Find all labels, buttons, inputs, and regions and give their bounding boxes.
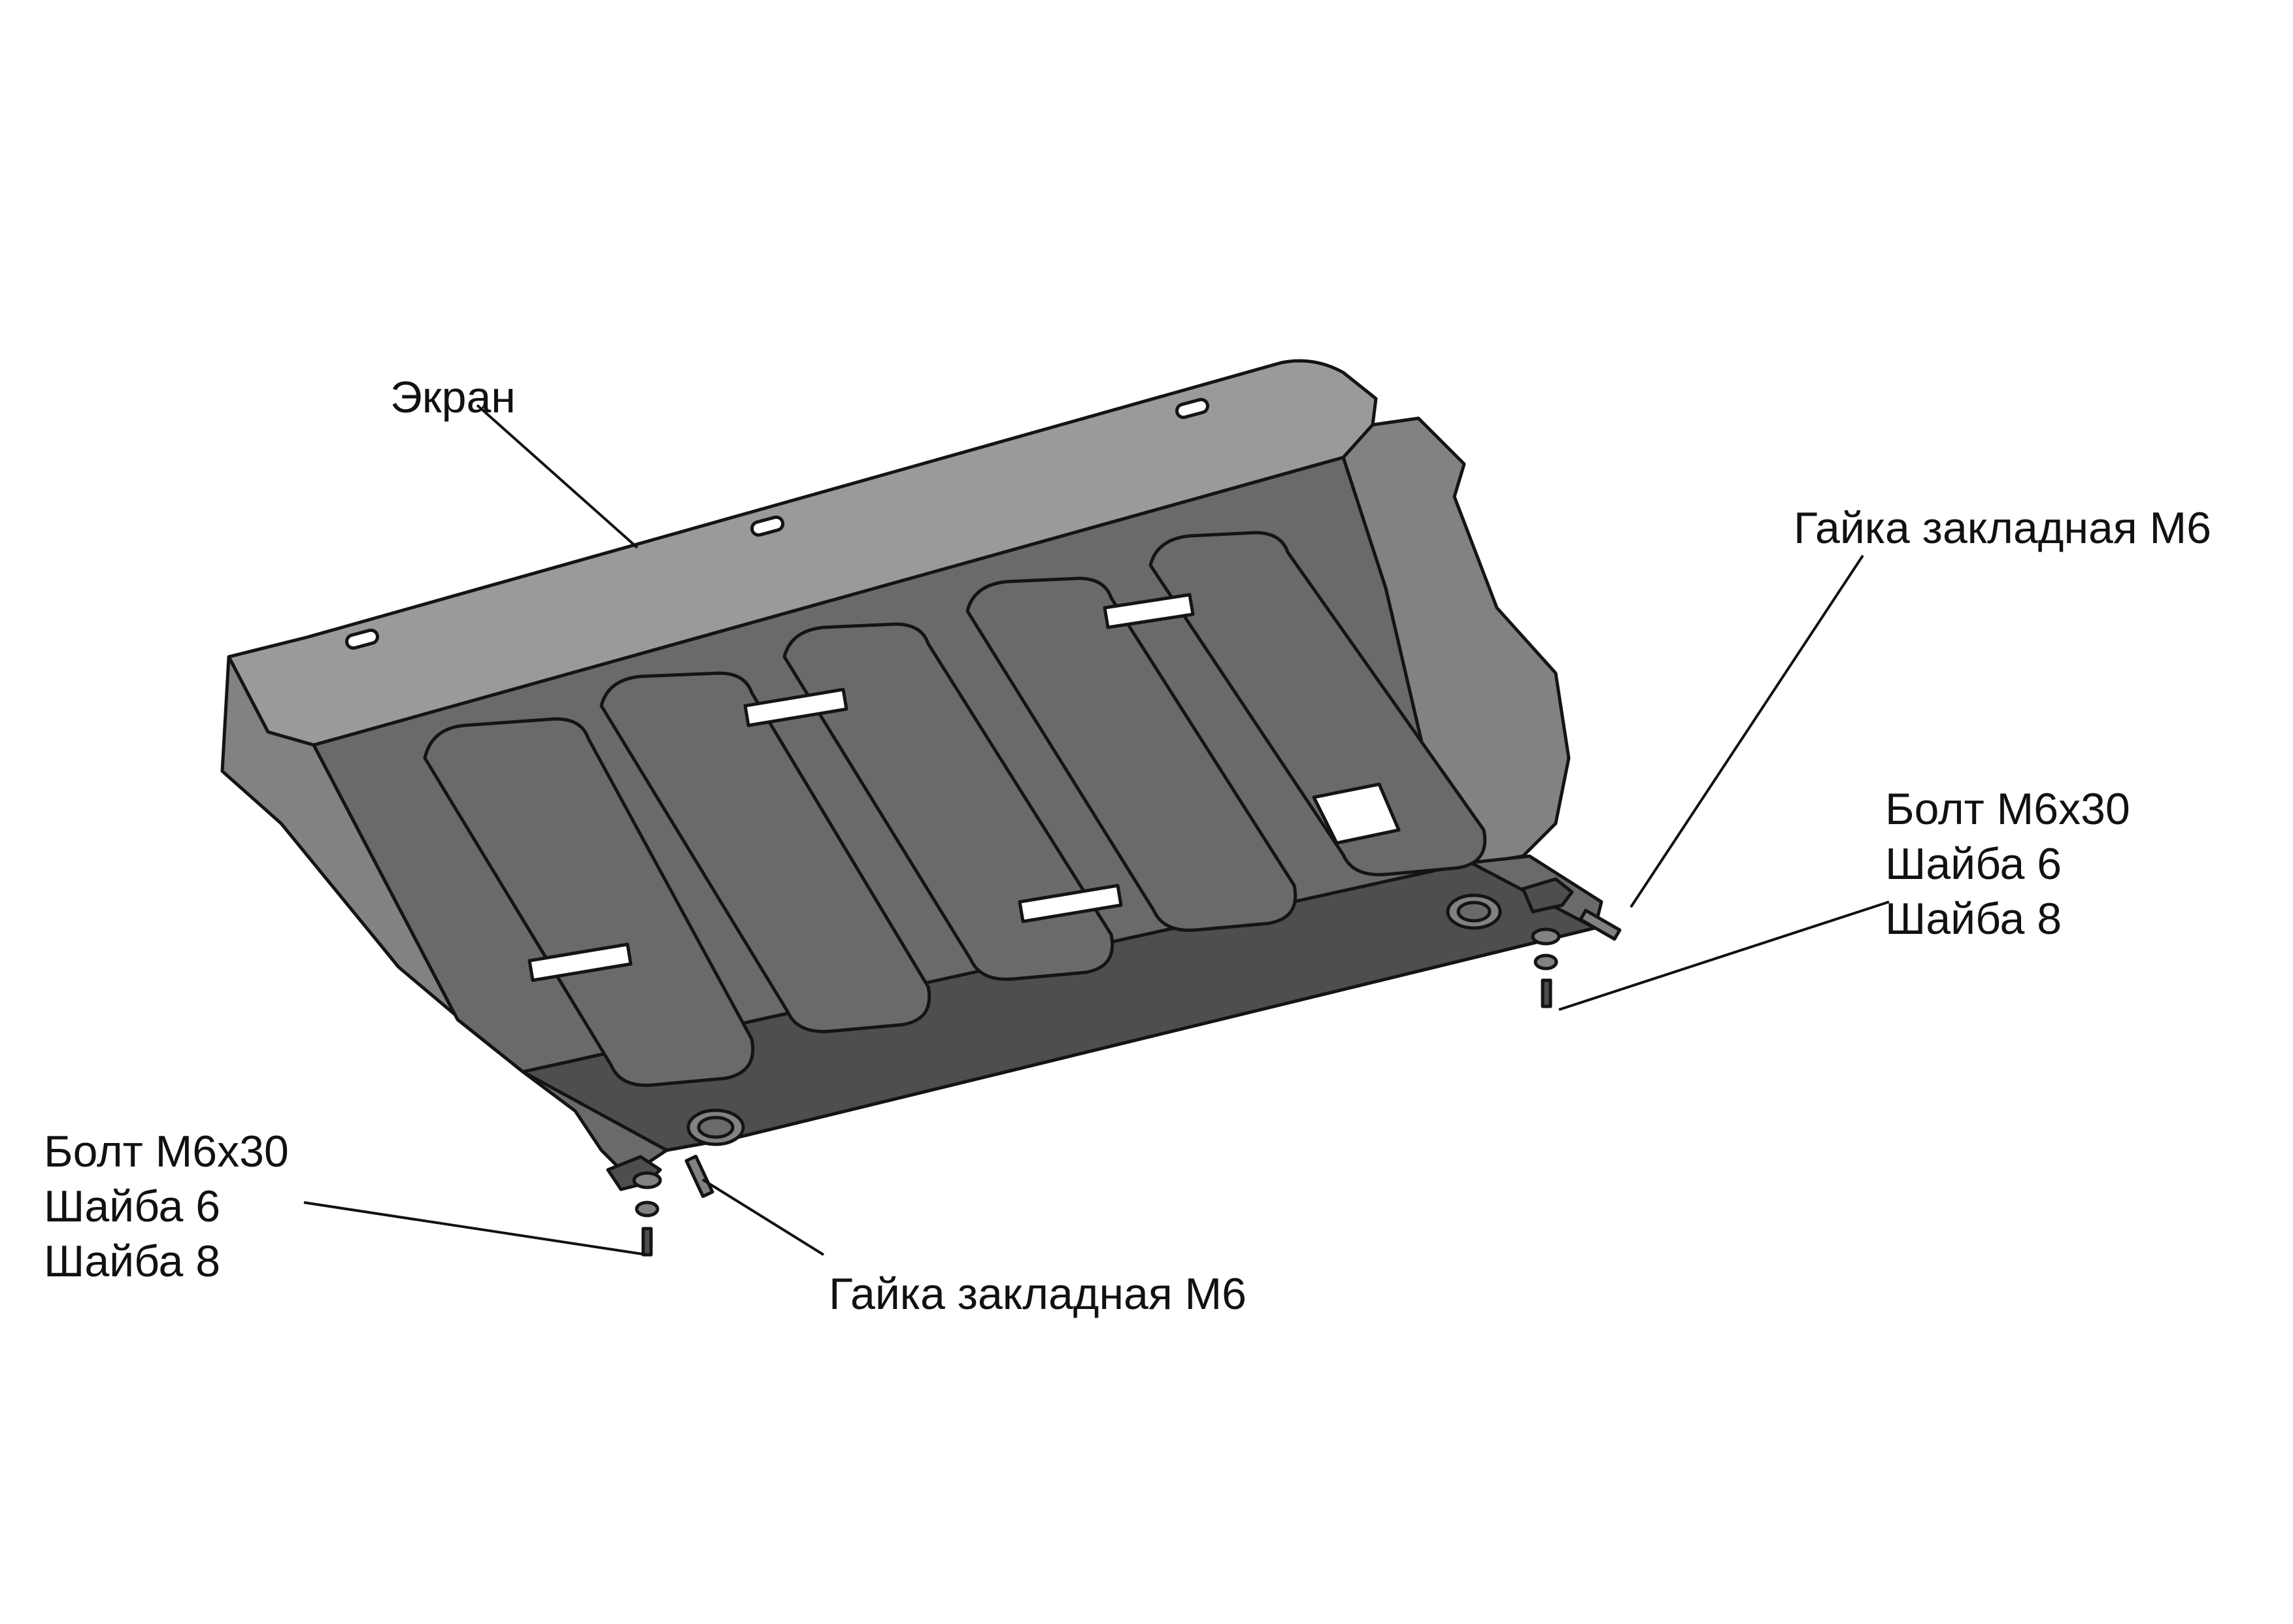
rib-4 [965,576,1297,932]
label-hardware-left-bolt: Болт М6х30 [44,1127,289,1176]
leader-screen [476,404,639,549]
label-hardware-right: Болт М6х30 Шайба 6 Шайба 8 [1885,782,2130,946]
label-hardware-right-bolt: Болт М6х30 [1885,784,2130,834]
label-screen: Экран [390,373,516,422]
label-nut-left: Гайка закладная М6 [829,1269,1247,1319]
leader-nut-left [701,1178,825,1256]
leader-nut-right [1630,554,1864,908]
label-nut-right: Гайка закладная М6 [1794,503,2211,553]
stiffening-ribs [423,531,1487,1087]
label-hardware-left-washer-8: Шайба 8 [44,1236,221,1286]
rib-1 [423,717,755,1087]
plate-cutouts [527,593,1401,982]
rib-5 [1148,531,1487,876]
rib-3 [782,622,1114,981]
label-hardware-right-washer-6: Шайба 6 [1885,839,2062,889]
flange-slots [344,397,1210,650]
leader-hardware-left [303,1201,648,1256]
rib-2 [599,671,931,1033]
leader-lines [303,404,1890,1256]
label-hardware-left: Болт М6х30 Шайба 6 Шайба 8 [44,1124,289,1289]
front-lip [521,861,1597,1152]
label-hardware-right-washer-8: Шайба 8 [1885,894,2062,944]
leader-hardware-right [1558,901,1890,1011]
hardware-left [606,1108,745,1257]
label-hardware-left-washer-6: Шайба 6 [44,1182,221,1231]
hardware-right [1446,877,1622,1008]
